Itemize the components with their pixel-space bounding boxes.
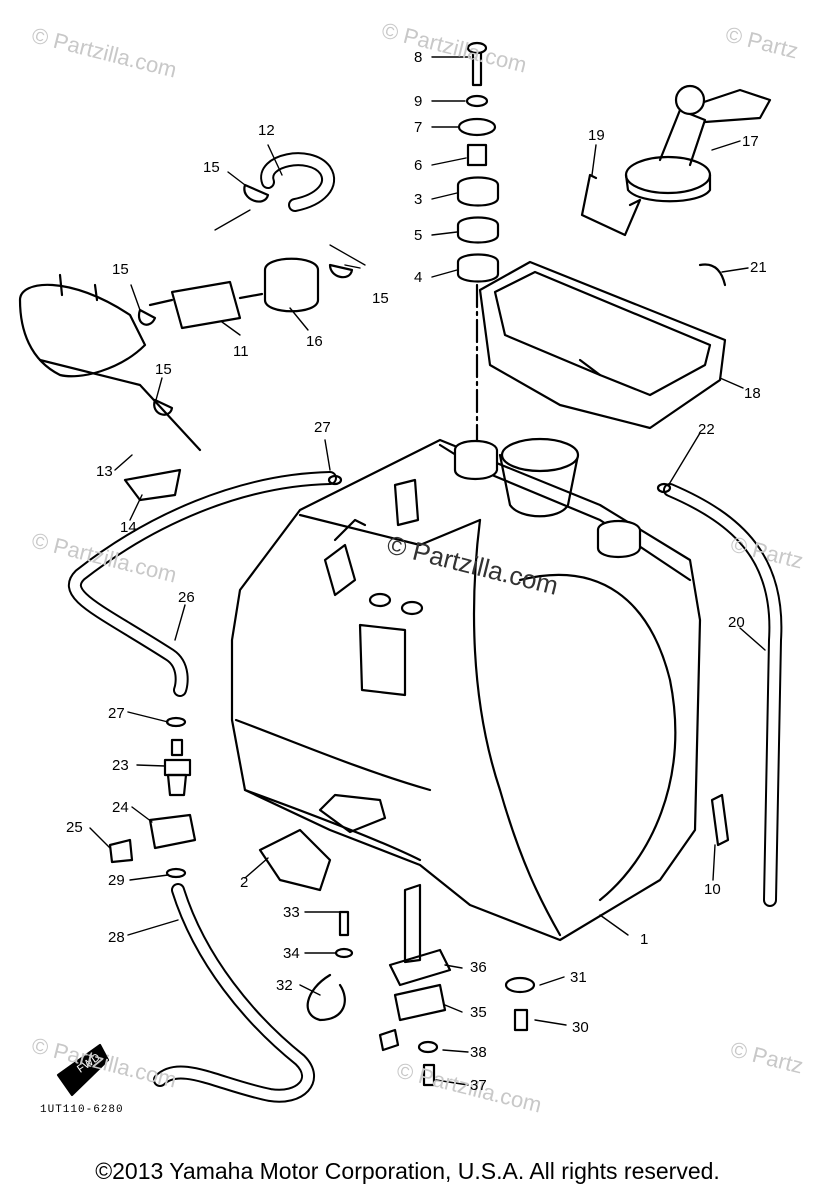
fuel-cock	[306, 883, 536, 1087]
callout-28: 28	[108, 929, 125, 946]
callout-24: 24	[112, 799, 129, 816]
clip-10	[710, 793, 730, 847]
callout-22: 22	[698, 421, 715, 438]
leader-lines	[89, 56, 766, 1086]
parts-diagram: FWD © Partzilla.com © Partzilla.com © Pa…	[18, 17, 806, 1118]
callout-2: 2	[240, 874, 249, 891]
callout-33: 33	[283, 904, 300, 921]
callout-34: 34	[283, 945, 300, 962]
callout-4: 4	[414, 269, 423, 286]
fuel-valve	[108, 716, 197, 879]
hose-12	[243, 152, 354, 279]
callout-8: 8	[414, 49, 423, 66]
callout-20: 20	[728, 614, 745, 631]
callout-30: 30	[572, 1019, 589, 1036]
callout-5: 5	[414, 227, 423, 244]
callout-16: 16	[306, 333, 323, 350]
callout-17: 17	[742, 133, 759, 150]
callout-7: 7	[414, 119, 423, 136]
clip-21	[698, 263, 727, 287]
callout-26: 26	[178, 589, 195, 606]
damper-2	[258, 828, 332, 892]
bracket-19	[580, 173, 642, 237]
ring-27a	[327, 474, 343, 486]
fuel-cap	[624, 84, 772, 203]
drawing-code: 1UT110-6280	[40, 1104, 124, 1116]
callout-18: 18	[744, 385, 761, 402]
callout-27: 27	[314, 419, 331, 436]
callout-23: 23	[112, 757, 129, 774]
callout-15: 15	[203, 159, 220, 176]
callout-32: 32	[276, 977, 293, 994]
callout-15: 15	[372, 290, 389, 307]
callout-11: 11	[233, 343, 249, 360]
fwd-arrow-icon	[56, 1043, 110, 1097]
copyright-notice: ©2013 Yamaha Motor Corporation, U.S.A. A…	[95, 1158, 720, 1184]
callout-13: 13	[96, 463, 113, 480]
fuel-tank	[230, 437, 702, 942]
callout-36: 36	[470, 959, 487, 976]
callout-15: 15	[155, 361, 172, 378]
callout-27: 27	[108, 705, 125, 722]
hose-20	[663, 483, 783, 907]
callout-31: 31	[570, 969, 587, 986]
callout-9: 9	[414, 93, 423, 110]
callout-21: 21	[750, 259, 767, 276]
callout-37: 37	[470, 1077, 487, 1094]
hose-28	[153, 883, 315, 1103]
callout-6: 6	[414, 157, 423, 174]
callout-29: 29	[108, 872, 125, 889]
fuel-filter	[148, 209, 366, 330]
callout-10: 10	[704, 881, 721, 898]
hose-26	[67, 471, 337, 697]
callout-3: 3	[414, 191, 423, 208]
mounting-stack	[456, 41, 500, 442]
callout-12: 12	[258, 122, 275, 139]
callout-14: 14	[120, 519, 137, 536]
fuel-pump	[18, 273, 202, 502]
storage-tray	[478, 260, 727, 430]
callout-15: 15	[112, 261, 129, 278]
callout-35: 35	[470, 1004, 487, 1021]
callout-25: 25	[66, 819, 83, 836]
callout-38: 38	[470, 1044, 487, 1061]
ring-22	[656, 482, 672, 494]
fuel-tank-exploded-view: FWD	[18, 41, 783, 1103]
callout-1: 1	[640, 931, 649, 948]
callout-19: 19	[588, 127, 605, 144]
